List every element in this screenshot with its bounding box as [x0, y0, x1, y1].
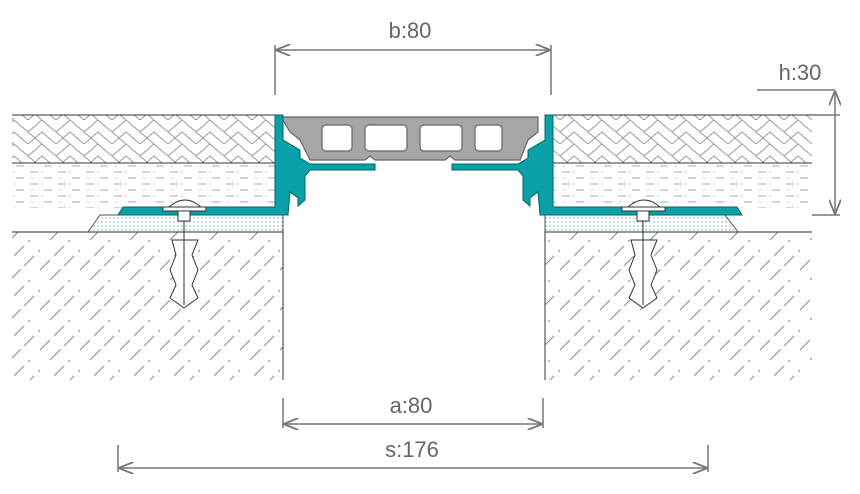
insert-chambers	[321, 124, 503, 152]
left-aluminium-profile	[117, 114, 376, 216]
left-screed-layer	[12, 163, 275, 208]
left-screw-anchor	[162, 199, 207, 309]
left-floor-build-up	[12, 114, 284, 380]
right-tile-layer	[553, 115, 812, 163]
dimension-a-label: a:80	[390, 393, 433, 418]
left-tile-layer	[12, 115, 275, 163]
right-screed-layer	[553, 163, 812, 208]
dimension-lines	[117, 45, 840, 472]
dimension-b-label: b:80	[389, 18, 432, 43]
left-concrete-slab	[12, 232, 283, 380]
right-screw-anchor	[621, 199, 666, 309]
right-floor-build-up	[544, 114, 812, 380]
right-aluminium-profile	[451, 114, 743, 216]
dimension-h-label: h:30	[779, 60, 822, 85]
right-concrete-slab	[545, 232, 812, 380]
dimension-s-label: s:176	[385, 437, 439, 462]
